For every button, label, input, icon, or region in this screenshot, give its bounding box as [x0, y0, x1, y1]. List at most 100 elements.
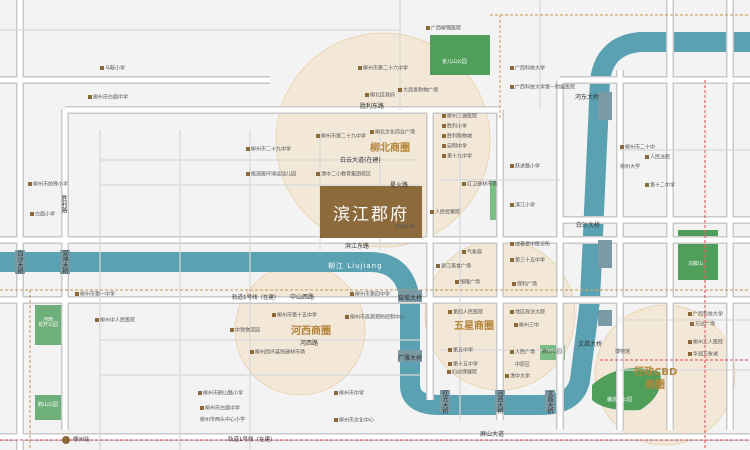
metro-lines: [0, 14, 750, 450]
poi-label: 柳州市第二十六中学: [358, 66, 408, 72]
poi-label: 广西科技大学: [688, 312, 723, 318]
poi-label: 恒隆广场: [455, 280, 480, 286]
poi-label: 柳州市前锋小学: [28, 182, 68, 188]
poi-label: 马鞍小学: [100, 66, 125, 72]
poi-label: 柳州市白面中学: [200, 406, 240, 412]
cbd-zone-label-1: 行政CBD: [634, 367, 678, 378]
poi-label: 柳州市白面中学: [88, 95, 128, 101]
wuxing-zone-label: 五星商圈: [454, 321, 494, 332]
poi-label: 万达广场: [690, 322, 715, 328]
road-hexi: 河西路: [300, 340, 319, 347]
poi-label: 中铁物流园: [230, 328, 260, 334]
poi-label: 柳州市第四中学: [350, 292, 390, 298]
queershan-park-label: 雀儿山公园: [442, 59, 468, 65]
poi-label: 柳州市鹤山路小学: [198, 391, 243, 397]
poi-label: 广西柳钢医院: [426, 26, 461, 32]
poi-label: 第十二中学: [645, 183, 675, 189]
poi-label: 胜利小学: [442, 124, 467, 130]
poi-label: 柳州西环装饰建材市场: [250, 350, 305, 356]
poi-label: 华润万象城: [688, 352, 718, 358]
liubei-zone-label: 柳北商圈: [370, 143, 410, 154]
poi-label: 柳州市西头中心小学: [200, 417, 246, 423]
mashan-park-label: 马鞍山: [688, 261, 704, 267]
poi-label: 大润发购物广场: [398, 88, 438, 94]
project-marker[interactable]: 滨江郡府: [320, 186, 422, 238]
road-yaobu-bridge: 窑埠大桥: [398, 295, 423, 302]
road-zhongshan-west: 中山西路: [290, 294, 315, 301]
poi-label: 广西科技大学第一附属医院: [510, 85, 575, 91]
poi-label: 柳州市第一中学: [75, 292, 115, 298]
metro-line1-label: 轨道1号线（在建）: [232, 295, 280, 301]
liujiang-river: [0, 32, 750, 415]
hexi-park: [35, 305, 63, 345]
road-baiyun: 白云大道(在建): [340, 157, 381, 164]
road-wenchang-bridge-s: 文昌大桥: [546, 390, 553, 414]
road-hedong-bridge: 河东大桥: [575, 94, 600, 101]
poi-label: 潭中大学: [505, 374, 530, 380]
liuzhou-station-label: 柳州站: [73, 437, 90, 443]
poi-label: 妇幼保健院: [447, 370, 477, 376]
poi-label: 第四人民医院: [448, 310, 483, 316]
poi-label: 人民广场: [510, 350, 535, 356]
hedong-park: [35, 395, 63, 420]
poi-label: 第十五中学: [448, 362, 478, 368]
poi-label: 博物馆: [615, 349, 631, 355]
poi-label: 柳州市二十中: [620, 145, 655, 151]
queershan-park: [430, 35, 490, 75]
road-baisha-bridge: 白沙大桥: [576, 222, 601, 229]
poi-label: 桃源居环球运动儿园: [246, 172, 296, 178]
poi-label: 第十九中学: [442, 154, 472, 160]
poi-label: 白面小学: [30, 212, 55, 218]
hexi-zone-label: 河西商圈: [291, 326, 331, 337]
road-shengli-east: 胜利东路: [360, 103, 385, 110]
poi-label: 滨江小学: [510, 203, 535, 209]
road-baisha-west-bridge: 白沙大桥: [16, 250, 23, 274]
poi-label: 跃进路小学: [510, 164, 540, 170]
liuzhou-station-icon: [62, 436, 70, 444]
poi-label: 柳州大学: [620, 164, 641, 170]
road-jingshan-avenue: 屏山大道: [480, 431, 505, 438]
poi-label: 地区政法大院: [510, 310, 545, 316]
metro-line1b-label: 轨道1号线（在建）: [228, 437, 276, 443]
poi-label: 启明中学: [442, 144, 467, 150]
poi-label: 人民检察院: [430, 210, 460, 216]
poi-label: 柳州工人医院: [688, 340, 723, 346]
poi-label: 柳州市疾病预防控制中心: [345, 315, 405, 321]
hedong-park-label: 鹤山公园: [38, 402, 59, 408]
road-shuangchong-bridge: 双冲大桥: [61, 250, 68, 274]
cbd-zone-label-2: 商圈: [645, 380, 665, 391]
poi-label: 保利广场: [512, 282, 537, 288]
poi-label: 柳州三建医院: [442, 114, 477, 120]
poi-label: 柳州市文化中心: [334, 418, 374, 424]
hexi-park-label: 河西 花开公园: [38, 317, 59, 328]
road-hexi-bridge: 河西大桥: [496, 390, 503, 414]
poi-label: 中原区: [515, 362, 531, 368]
poi-label: 胜利购物城: [442, 134, 472, 140]
poi-label: 谢江美食广场: [436, 264, 471, 270]
dinghuo-park: [592, 368, 661, 411]
poi-label: 柳州市第十五中学: [272, 313, 317, 319]
poi-label: 人民法院: [645, 155, 670, 161]
road-hongguang-bridge: 红光大桥: [441, 390, 448, 414]
poi-label: 红卫建材市场: [462, 182, 497, 188]
poi-label: 柳州市中学: [334, 391, 364, 397]
poi-label: 柳州三中: [514, 323, 539, 329]
poi-label: 气象局: [462, 250, 482, 256]
poi-label: 鹿山公园: [542, 349, 563, 355]
poi-label: 柳北区政府: [365, 93, 395, 99]
poi-label: 柳北文化商业广场: [370, 130, 415, 136]
poi-label: 第五中学: [448, 348, 473, 354]
poi-label: 双翔中学: [390, 225, 415, 231]
poi-label: 成春堂中医诊所: [510, 242, 550, 248]
road-shengli: 胜利路: [60, 195, 67, 213]
road-binjiang-east: 滨江东路: [345, 243, 370, 250]
poi-label: 广西科技大学: [510, 66, 545, 72]
poi-label: 第三十五中学: [510, 258, 545, 264]
dinghuo-park-label: 蟠龙山公园: [607, 397, 633, 403]
poi-label: 潭中二小教育集团校区: [316, 172, 371, 178]
road-guangya-bridge: 广雅大桥: [398, 355, 423, 362]
river-label: 柳江 Liujiang: [328, 262, 383, 270]
road-xinghuo: 星火路: [390, 182, 409, 189]
road-wenchang-bridge: 文昌大桥: [578, 341, 603, 348]
